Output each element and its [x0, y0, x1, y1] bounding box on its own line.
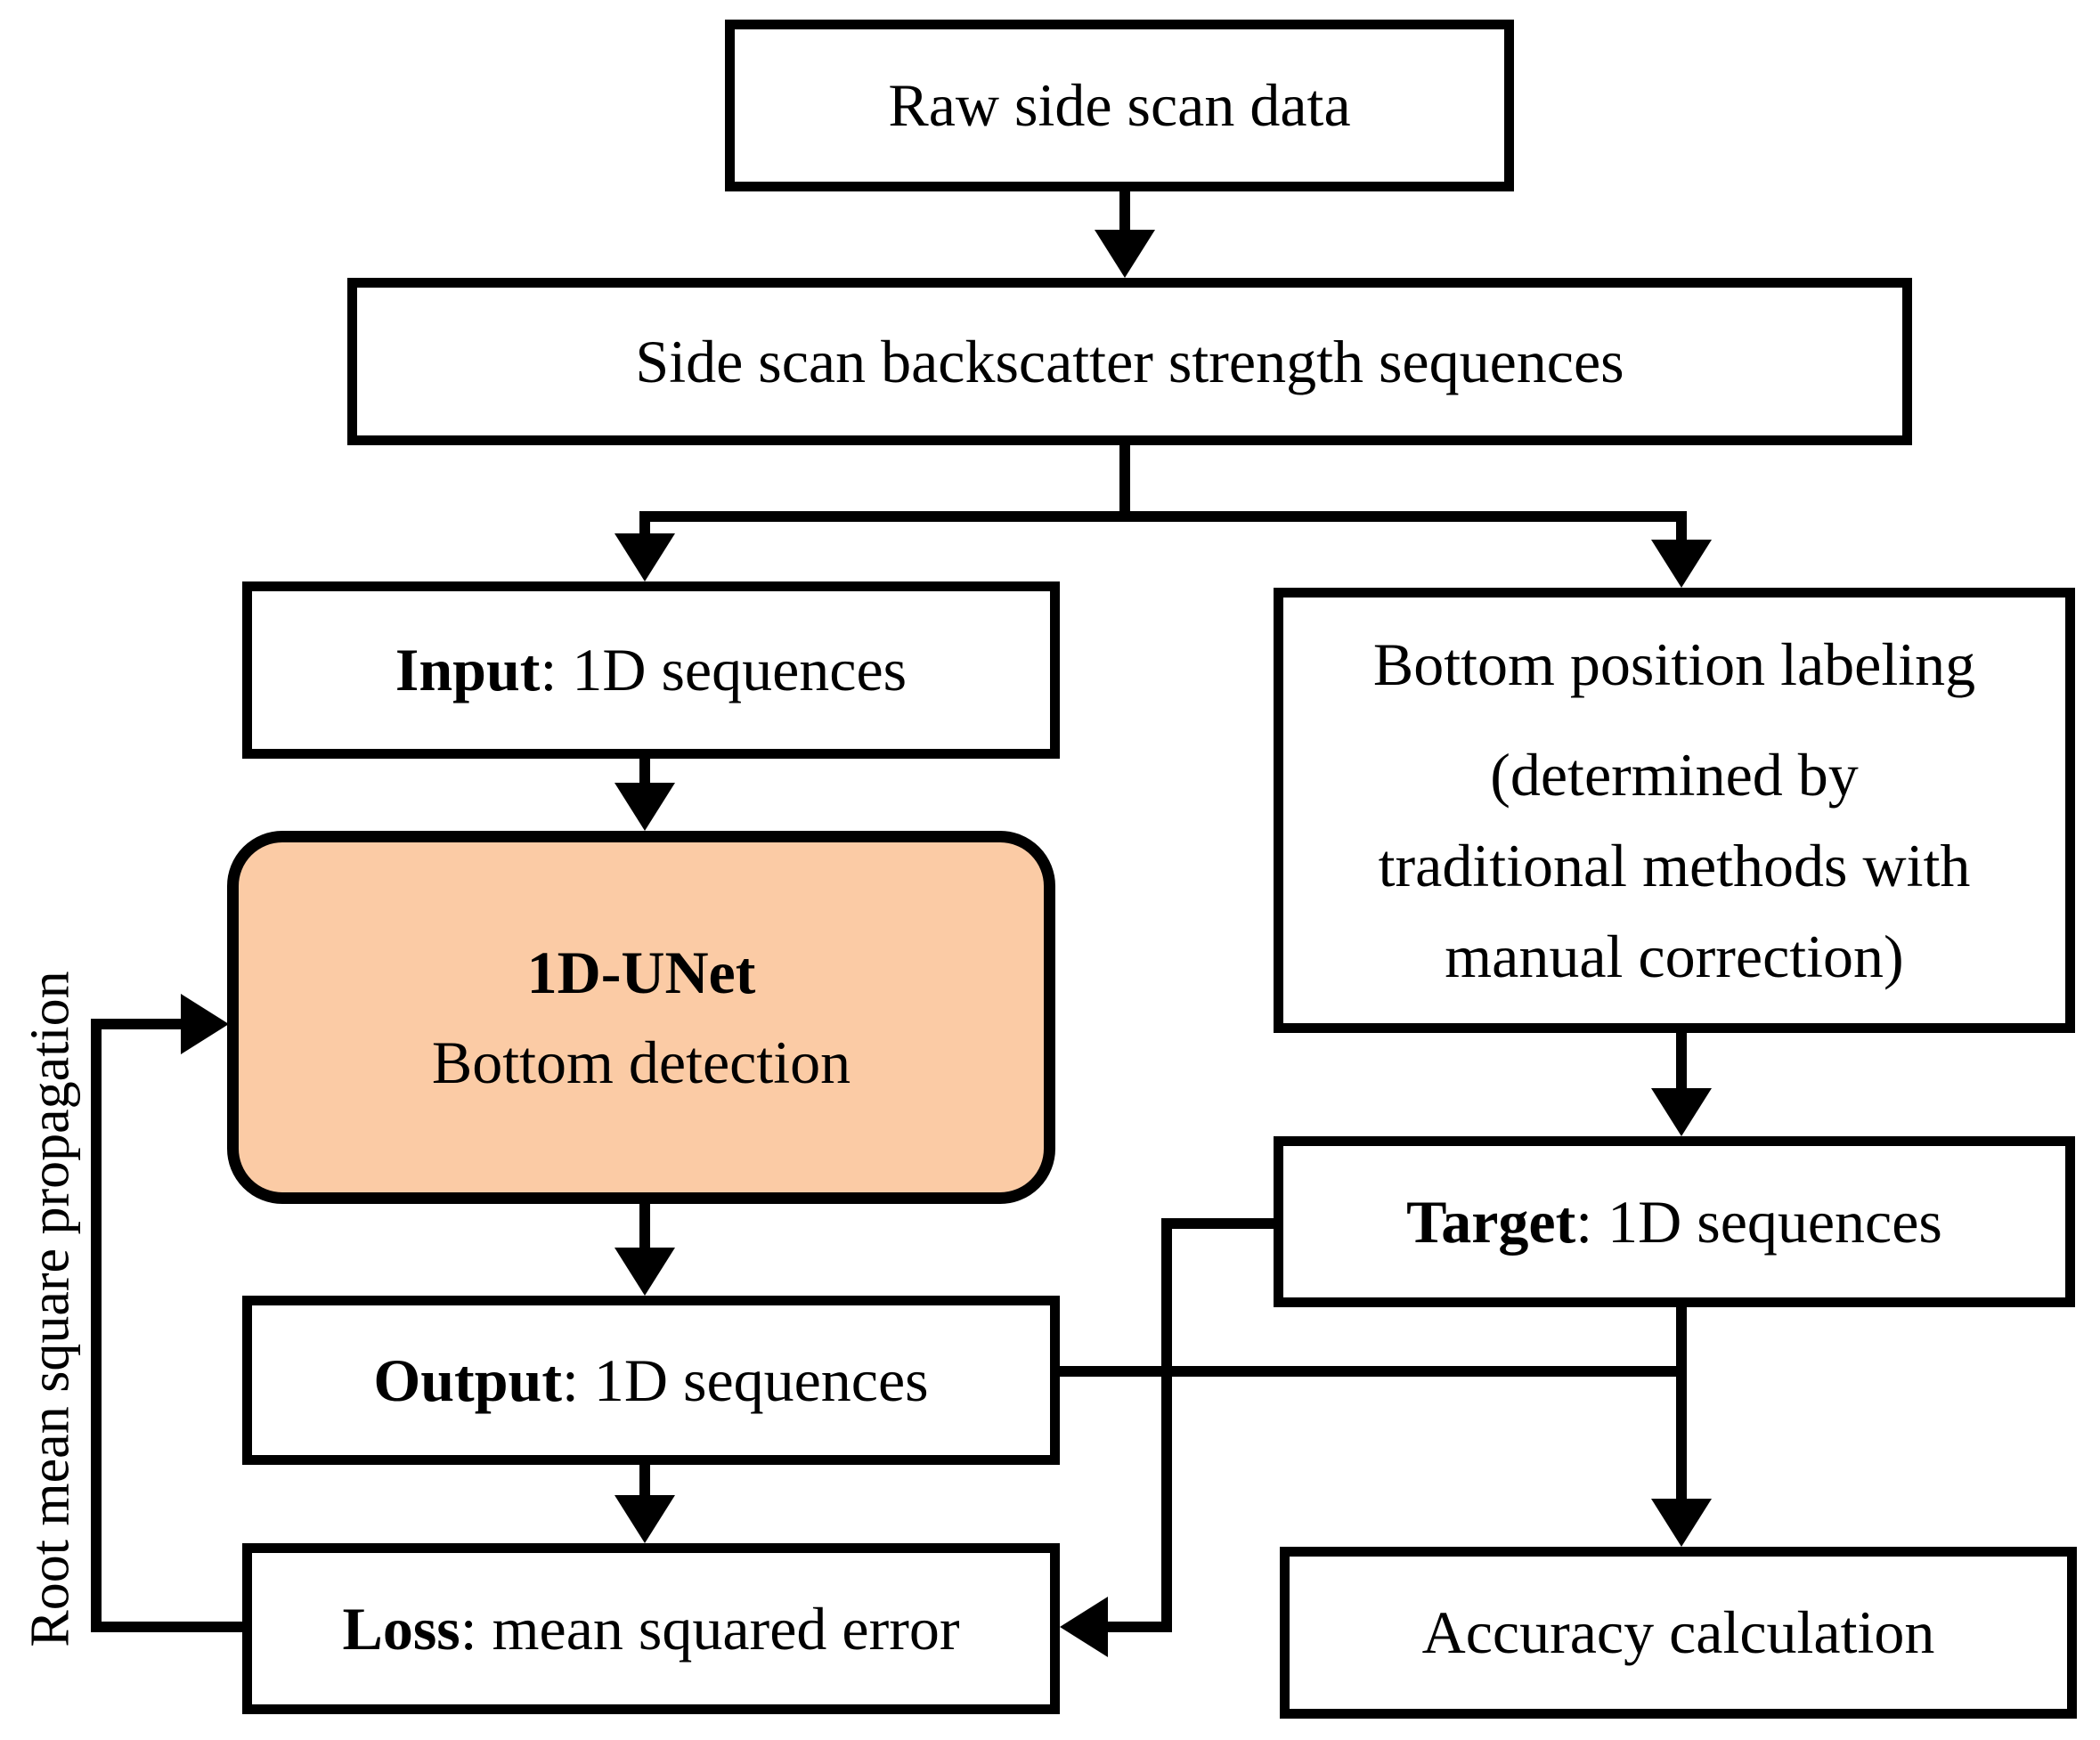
backscatter-sequences-box: Side scan backscatter strength sequences — [347, 278, 1912, 445]
loss-mse-label: Loss: mean squared error — [342, 1591, 959, 1667]
arrowhead-branch-to-labeling — [1651, 540, 1712, 588]
arrowhead-target-to-loss — [1060, 1597, 1108, 1657]
loss-label-rest: : mean squared error — [460, 1594, 960, 1663]
unet-bottom-detection-box: 1D-UNet Bottom detection — [227, 831, 1055, 1204]
target-label-rest: : 1D sequences — [1575, 1187, 1942, 1256]
unet-subtitle: Bottom detection — [431, 1028, 851, 1096]
input-sequences-label: Input: 1D sequences — [395, 632, 907, 708]
connector-branch-to-labeling — [1676, 511, 1687, 543]
output-sequences-box: Output: 1D sequences — [242, 1296, 1060, 1465]
arrowhead-input-to-unet — [615, 783, 675, 831]
connector-loss-feedback-top — [91, 1019, 183, 1029]
connector-loss-feedback-bottom — [91, 1622, 242, 1632]
connector-labeling-to-target — [1676, 1033, 1687, 1092]
loss-label-bold: Loss — [342, 1594, 460, 1663]
labeling-line-3: traditional methods with — [1378, 832, 1971, 899]
accuracy-calculation-label: Accuracy calculation — [1421, 1598, 1935, 1666]
raw-side-scan-data-label: Raw side scan data — [888, 71, 1351, 139]
target-label-bold: Target — [1406, 1187, 1576, 1256]
arrowhead-feedback-to-unet — [181, 994, 229, 1054]
connector-backscatter-stem — [1119, 445, 1130, 522]
arrowhead-output-to-loss — [615, 1495, 675, 1543]
output-label-bold: Output — [373, 1346, 562, 1414]
arrowhead-raw-to-backscatter — [1095, 230, 1155, 278]
rmsprop-rotated-label: Root mean square propagation — [20, 971, 81, 1647]
connector-loss-feedback-vertical — [91, 1019, 102, 1632]
bottom-position-labeling-box: Bottom position labeling (determined by … — [1274, 588, 2075, 1033]
connector-target-to-loss-vertical — [1161, 1218, 1172, 1632]
output-sequences-label: Output: 1D sequences — [373, 1343, 928, 1419]
output-label-rest: : 1D sequences — [561, 1346, 929, 1414]
labeling-line-2: (determined by — [1490, 741, 1859, 809]
connector-raw-to-backscatter — [1119, 191, 1130, 236]
backscatter-sequences-label: Side scan backscatter strength sequences — [635, 327, 1624, 395]
labeling-line-1: Bottom position labeling — [1372, 630, 1976, 698]
connector-output-to-loss — [639, 1465, 650, 1497]
raw-side-scan-data-box: Raw side scan data — [725, 20, 1514, 191]
arrowhead-target-to-accuracy — [1651, 1499, 1712, 1547]
input-sequences-box: Input: 1D sequences — [242, 581, 1060, 759]
target-sequences-label: Target: 1D sequences — [1406, 1184, 1942, 1260]
connector-target-to-loss-top — [1161, 1218, 1274, 1229]
connector-input-to-unet — [639, 759, 650, 787]
connector-unet-to-output — [639, 1204, 650, 1250]
labeling-line-4: manual correction) — [1445, 923, 1904, 990]
unet-title: 1D-UNet — [526, 938, 756, 1006]
input-label-bold: Input — [395, 636, 541, 703]
connector-branch-to-input — [639, 511, 650, 540]
connector-branch-horizontal — [639, 511, 1687, 522]
accuracy-calculation-box: Accuracy calculation — [1280, 1547, 2077, 1719]
connector-output-to-accuracy-line — [1060, 1366, 1687, 1377]
connector-target-to-accuracy — [1676, 1307, 1687, 1501]
arrowhead-unet-to-output — [615, 1248, 675, 1296]
input-label-rest: : 1D sequences — [540, 636, 908, 703]
target-sequences-box: Target: 1D sequences — [1274, 1136, 2075, 1307]
arrowhead-branch-to-input — [615, 533, 675, 581]
loss-mse-box: Loss: mean squared error — [242, 1543, 1060, 1714]
connector-target-to-loss-bottom — [1103, 1622, 1172, 1632]
arrowhead-labeling-to-target — [1651, 1088, 1712, 1136]
